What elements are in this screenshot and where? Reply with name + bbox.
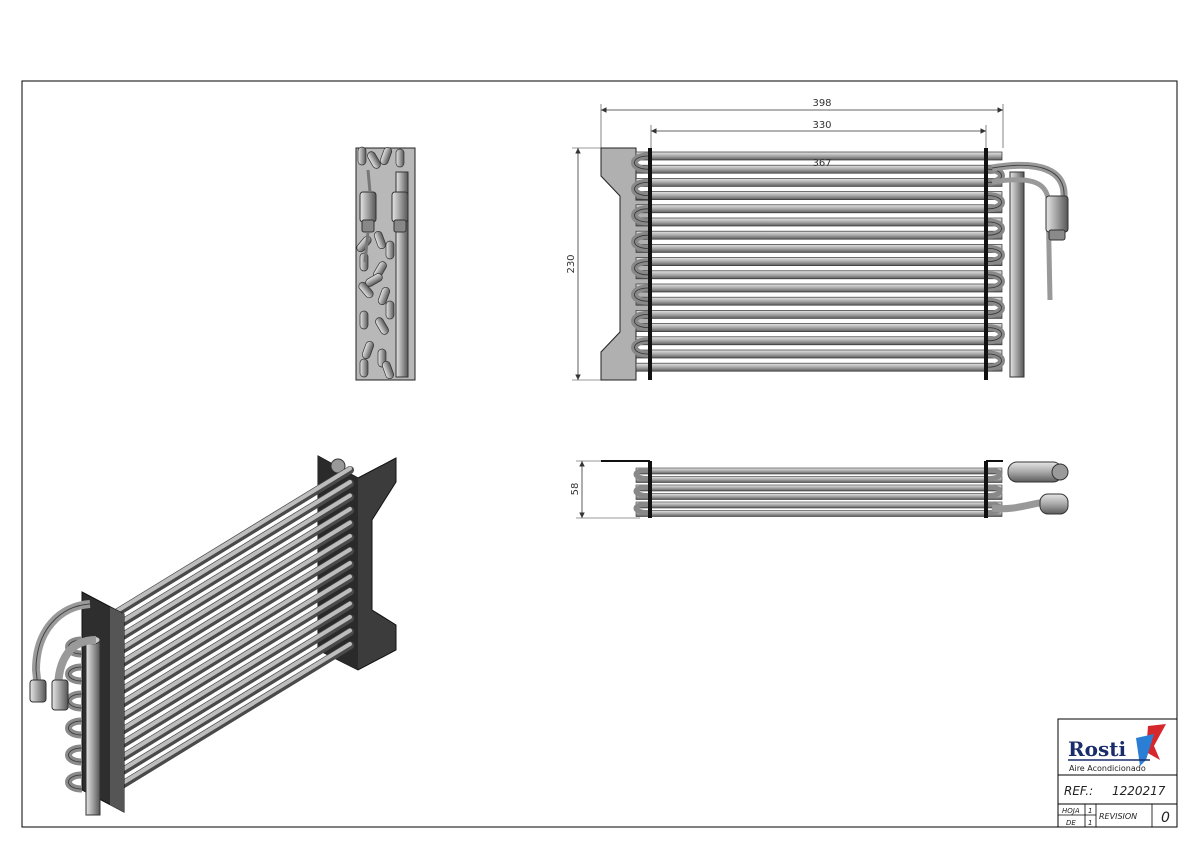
front-tube [635,270,1003,280]
iso-fitting-1 [29,679,47,703]
tube-end [395,148,405,168]
tube-end [379,146,393,166]
front-tube [635,296,1003,306]
de-value: 1 [1088,819,1092,827]
front-tube [635,283,1003,293]
top-bend [987,484,1003,498]
top-tube [635,467,1003,475]
title-block: Rosti Aire Acondicionado REF.: 1220217 H… [1057,718,1178,828]
return-bend [631,178,649,200]
return-bend [987,324,1005,345]
hoja-value: 1 [1088,807,1092,815]
dim-height: 230 [566,254,577,273]
top-bend [633,484,649,498]
front-tube [635,178,1003,187]
top-tube [635,493,1003,500]
ref-value: 1220217 [1112,784,1166,798]
return-bend [631,337,649,358]
hoja-label: HOJA [1062,807,1080,815]
revision-value: 0 [1161,810,1170,826]
front-tube [635,349,1003,359]
top-bend [987,467,1003,481]
iso-header-pipe [85,639,101,816]
header-pipe [1009,171,1025,378]
tube-end [375,317,389,335]
front-tube [635,244,1003,253]
top-tube [635,476,1003,483]
left-return-bends [631,152,649,358]
front-tube [635,217,1003,227]
isometric-view [29,455,397,816]
logo-swoosh-red [1146,724,1166,760]
top-bend [633,467,649,481]
front-tube [635,230,1003,240]
tube-end [377,286,391,306]
tube-end [385,300,395,320]
right-end-plate [984,148,988,380]
tube-end [357,146,367,166]
dim-overall-width: 398 [812,98,831,109]
iso-bend [65,690,83,712]
return-bend [987,244,1005,266]
tube-end [373,230,387,250]
tube-end [358,281,374,299]
side-tube-ends [356,146,405,380]
dim-inner-width: 367 [812,158,831,169]
tube-end [385,240,395,260]
ref-label: REF.: [1064,784,1093,798]
side-fitting-right [391,191,409,223]
iso-bend [65,771,83,793]
side-fitting-left [359,191,377,223]
tube-end [359,310,369,330]
logo-tagline: Aire Acondicionado [1069,764,1146,773]
tube-end [361,340,375,360]
front-tube [635,323,1003,332]
top-bend [633,501,649,515]
de-label: DE [1066,819,1076,827]
top-tube [635,484,1003,492]
iso-bend [65,663,83,685]
sheet-border [21,80,1178,828]
right-return-bends [987,165,1005,371]
tube-end [365,273,383,287]
logo-word: Rosti [1068,737,1126,761]
return-bend [987,218,1005,239]
top-tube [635,510,1003,517]
front-tube [635,257,1003,266]
front-tube [635,204,1003,214]
iso-fitting-2 [51,679,69,711]
return-bend [987,271,1005,292]
top-view: 58 [570,460,1069,519]
return-bend [987,192,1005,213]
logo-swoosh-blue [1136,734,1154,766]
outlet-fitting [1045,195,1069,233]
rosti-logo: Rosti Aire Acondicionado [1068,724,1166,773]
front-tube [635,310,1003,319]
return-bend [987,297,1005,318]
front-tube [635,362,1003,372]
tube-end [367,151,381,169]
top-tube [635,501,1003,509]
iso-bend [65,744,83,766]
revision-label: REVISION [1099,812,1137,821]
front-tube-bank [635,151,1003,372]
iso-bend [65,717,83,739]
front-tube [635,191,1003,200]
dim-core-width: 330 [812,120,831,131]
iso-tube-bank [104,466,354,798]
tube-end [359,358,369,378]
tube-end [381,360,395,380]
side-view [355,146,416,381]
return-bend [631,152,649,173]
top-tube-bank [635,467,1003,517]
return-bend [987,350,1005,371]
iso-return-bends [65,636,83,793]
front-view: 398 330 367 230 [566,98,1069,381]
front-tube [635,336,1003,346]
left-end-plate [648,148,652,380]
dim-depth: 58 [570,483,581,496]
